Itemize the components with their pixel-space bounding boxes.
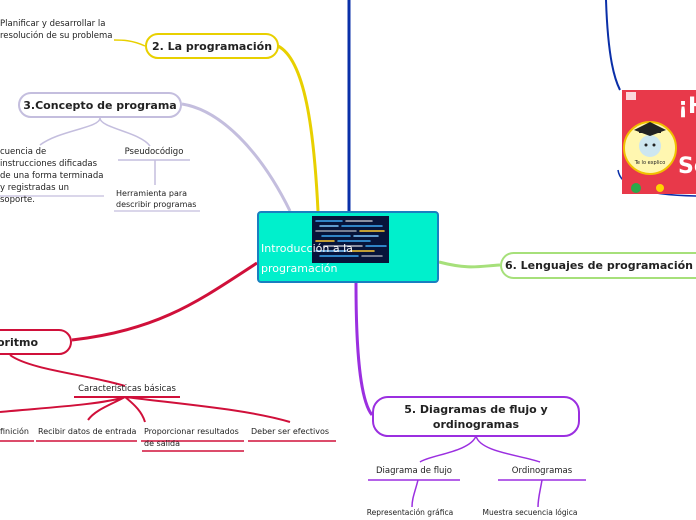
node-concepto-label: 3.Concepto de programa (23, 98, 177, 112)
connector-algoritmo (71, 261, 258, 342)
ordinogramas-desc: Muestra secuencia lógica (482, 508, 578, 517)
node-algoritmo-label: oritmo (0, 335, 38, 349)
caracteristicas-label[interactable]: Características básicas (78, 384, 176, 394)
node-diagramas-label: 5. Diagramas de flujo y ordinogramas (404, 402, 548, 431)
connector-programacion (277, 44, 320, 212)
connector-diagramas-grand (411, 479, 543, 508)
connector-lenguajes (438, 260, 501, 269)
connector-top-right (605, 0, 621, 91)
code-lines-graphic (315, 220, 387, 257)
connector-algoritmo-kid (9, 354, 126, 387)
connector-caracteristicas-kids (0, 396, 291, 423)
programacion-text: Planificar y desarrollar la resolución d… (0, 19, 113, 41)
poster-text-bottom: Se (678, 154, 696, 179)
connector-items-underline (0, 440, 336, 452)
pseudocodigo-desc: Herramienta para describir programas (116, 189, 197, 209)
diagrama-flujo-label[interactable]: Diagrama de flujo (375, 466, 453, 476)
ordinogramas-label[interactable]: Ordinogramas (511, 466, 573, 476)
poster-graphic (623, 92, 677, 193)
central-title: Introducción a la programación (261, 242, 353, 275)
algoritmo-item-2: Recibir datos de entrada (38, 427, 137, 436)
connector-programacion-text (113, 39, 146, 47)
pseudocodigo-label[interactable]: Pseudocódigo (124, 147, 184, 157)
diagrama-flujo-desc: Representación gráfica (366, 508, 454, 517)
connector-diagramas (354, 282, 374, 416)
central-topic[interactable]: Introducción a la programación (257, 211, 439, 283)
connector-concepto (181, 102, 292, 212)
node-concepto[interactable]: 3.Concepto de programa (18, 92, 182, 118)
poster-text-top: ¡H (678, 94, 696, 119)
concepto-text: cuencia de instrucciones dificadas de un… (0, 147, 104, 205)
algoritmo-item-4: Deber ser efectivos (251, 427, 330, 436)
node-lenguajes[interactable]: 6. Lenguajes de programación (500, 252, 696, 279)
algoritmo-item-1: finición (0, 427, 29, 436)
node-diagramas[interactable]: 5. Diagramas de flujo y ordinogramas (372, 396, 580, 437)
code-screen-image (312, 216, 389, 263)
poster-badge: Te lo explico (634, 160, 666, 166)
node-programacion-label: 2. La programación (151, 39, 273, 53)
connector-concepto-kids (39, 117, 151, 147)
node-lenguajes-label: 6. Lenguajes de programación (504, 259, 693, 272)
poster-image: ¡H Se Te lo explico (622, 90, 696, 194)
algoritmo-item-3: Proporcionar resultados de salida (144, 427, 239, 448)
node-algoritmo[interactable]: oritmo (0, 329, 72, 355)
connector-diagramas-kids (419, 435, 541, 463)
node-programacion[interactable]: 2. La programación (145, 33, 279, 59)
